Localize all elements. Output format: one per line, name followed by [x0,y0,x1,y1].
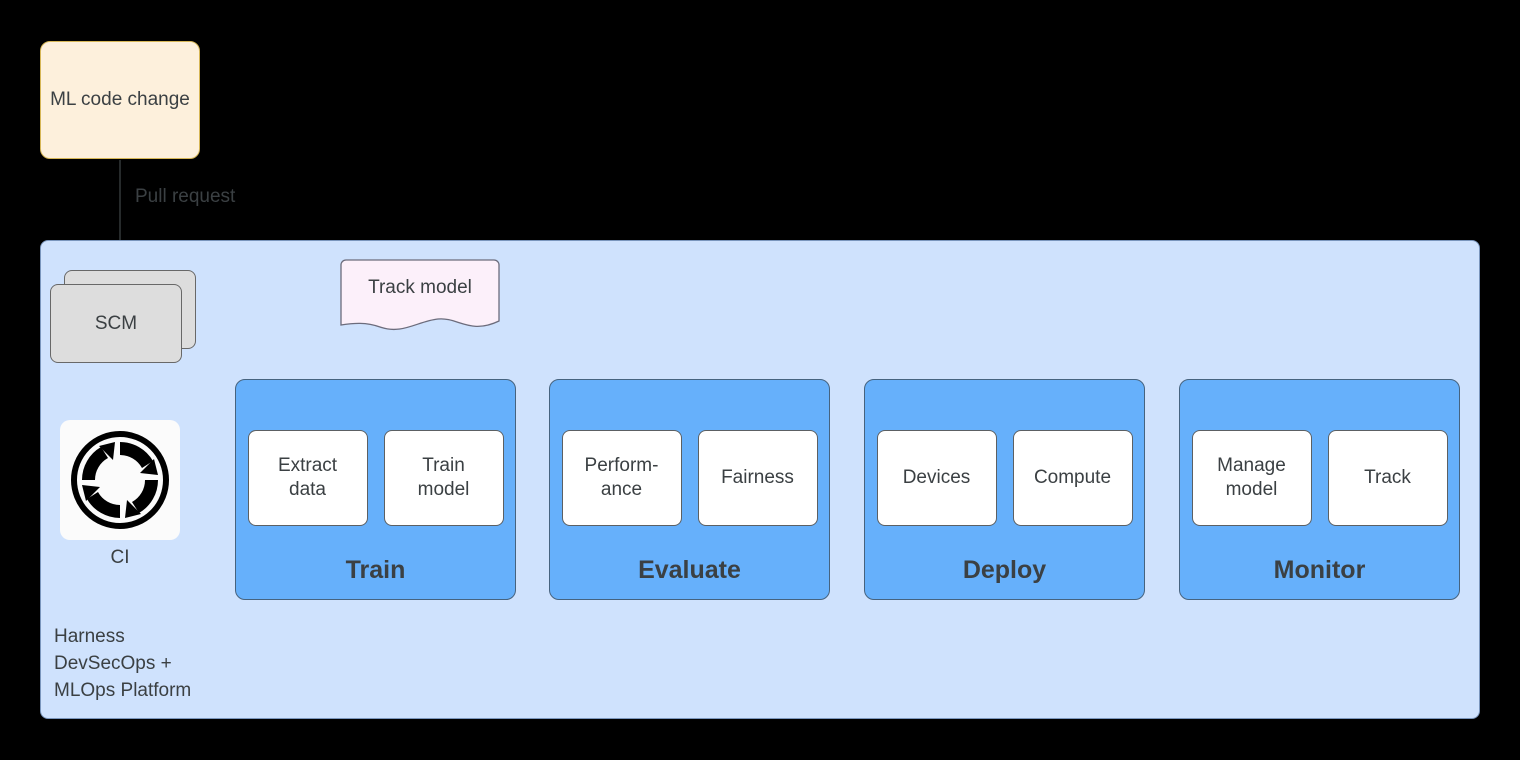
stage-train-items: Extract data Train model [236,430,515,526]
stage-monitor[interactable]: Manage model Track Monitor [1179,379,1460,600]
stage-monitor-item-manage-model[interactable]: Manage model [1191,430,1312,526]
stage-train[interactable]: Extract data Train model Train [235,379,516,600]
ci-label: CI [110,547,130,568]
scm-stack-front-sheet: SCM [50,284,182,363]
stage-deploy-item-compute[interactable]: Compute [1012,430,1133,526]
scm-node[interactable]: SCM [50,270,196,363]
stage-evaluate[interactable]: Perform- ance Fairness Evaluate [549,379,830,600]
stage-deploy-items: Devices Compute [865,430,1144,526]
track-model-label: Track model [368,277,472,298]
stage-monitor-item-track[interactable]: Track [1327,430,1448,526]
stage-evaluate-item-fairness[interactable]: Fairness [697,430,818,526]
stage-deploy[interactable]: Devices Compute Deploy [864,379,1145,600]
stage-evaluate-item-performance[interactable]: Perform- ance [561,430,682,526]
stage-train-item-extract-data[interactable]: Extract data [247,430,368,526]
continuous-integration-cycle-icon [71,431,169,529]
stage-train-label: Train [345,556,406,584]
stage-evaluate-label: Evaluate [638,556,741,584]
document-note-shape [340,259,500,331]
scm-label: SCM [94,312,138,334]
platform-caption: Harness DevSecOps + MLOps Platform [54,626,192,701]
stage-deploy-label: Deploy [962,556,1047,584]
ci-node[interactable] [60,420,180,540]
track-model-note[interactable]: Track model [340,259,500,335]
ml-code-change-label: ML code change [50,89,190,111]
pull-request-edge-label: Pull request [135,186,236,207]
stage-monitor-items: Manage model Track [1180,430,1459,526]
stage-monitor-label: Monitor [1273,556,1366,584]
ml-code-change-node[interactable]: ML code change [40,41,200,159]
stage-deploy-item-devices[interactable]: Devices [876,430,997,526]
stage-train-item-train-model[interactable]: Train model [383,430,504,526]
stage-evaluate-items: Perform- ance Fairness [550,430,829,526]
